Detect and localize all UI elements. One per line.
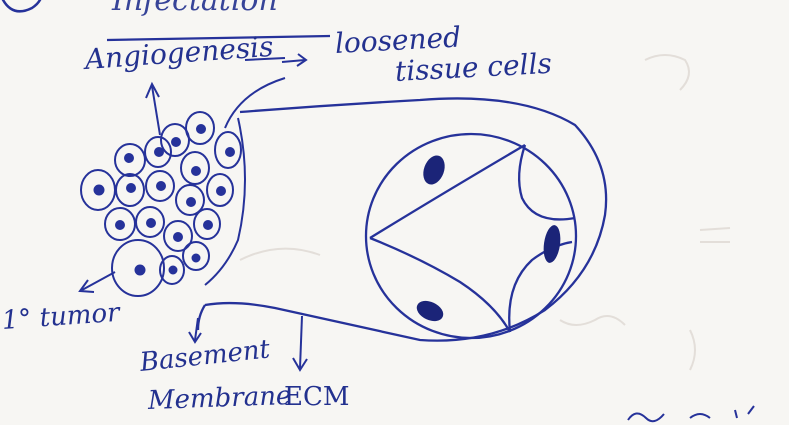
primary-tumor-label: 1° tumor [1,300,120,334]
angiogenesis-down-arrow [146,84,160,135]
ecm-arrow [293,316,307,370]
endothelial-nuclei [414,152,563,325]
header-partial-text: Infectation [112,0,278,16]
angiogenesis-arrow [282,54,306,66]
bottom-right-scribble [628,406,754,421]
ecm-label: ECM [284,384,350,410]
vessel-lumen [366,134,576,338]
tumor-label-arrow [80,272,115,292]
membrane-label: Membrane [148,383,292,414]
bleed-through-marks [240,55,730,370]
tissue-pointer-line [225,78,285,128]
circled-number-mark [2,0,42,11]
tissue-cells-label: tissue cells [394,50,552,86]
primary-tumor-cluster [81,112,245,296]
